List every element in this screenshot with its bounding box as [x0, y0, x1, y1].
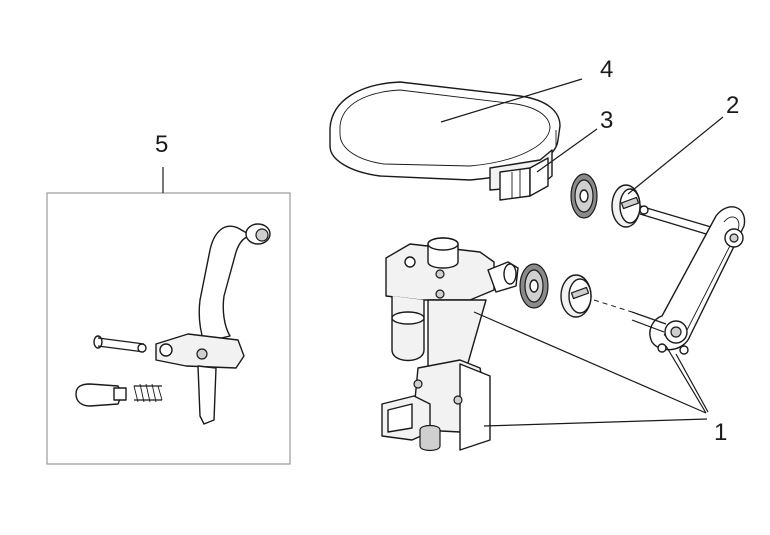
leader-lines	[440, 78, 724, 427]
callout-2: 2	[726, 92, 739, 119]
lower-washer-assembly	[519, 263, 667, 333]
callout-4: 4	[600, 56, 613, 83]
callout-1: 1	[714, 419, 727, 446]
callout-5: 5	[155, 131, 168, 158]
upper-washer-assembly	[570, 173, 729, 241]
callout-3: 3	[600, 107, 613, 134]
link-arm	[649, 206, 746, 355]
armrest-pad	[329, 81, 561, 201]
detail-box-5	[46, 167, 291, 465]
main-bracket	[381, 237, 519, 452]
